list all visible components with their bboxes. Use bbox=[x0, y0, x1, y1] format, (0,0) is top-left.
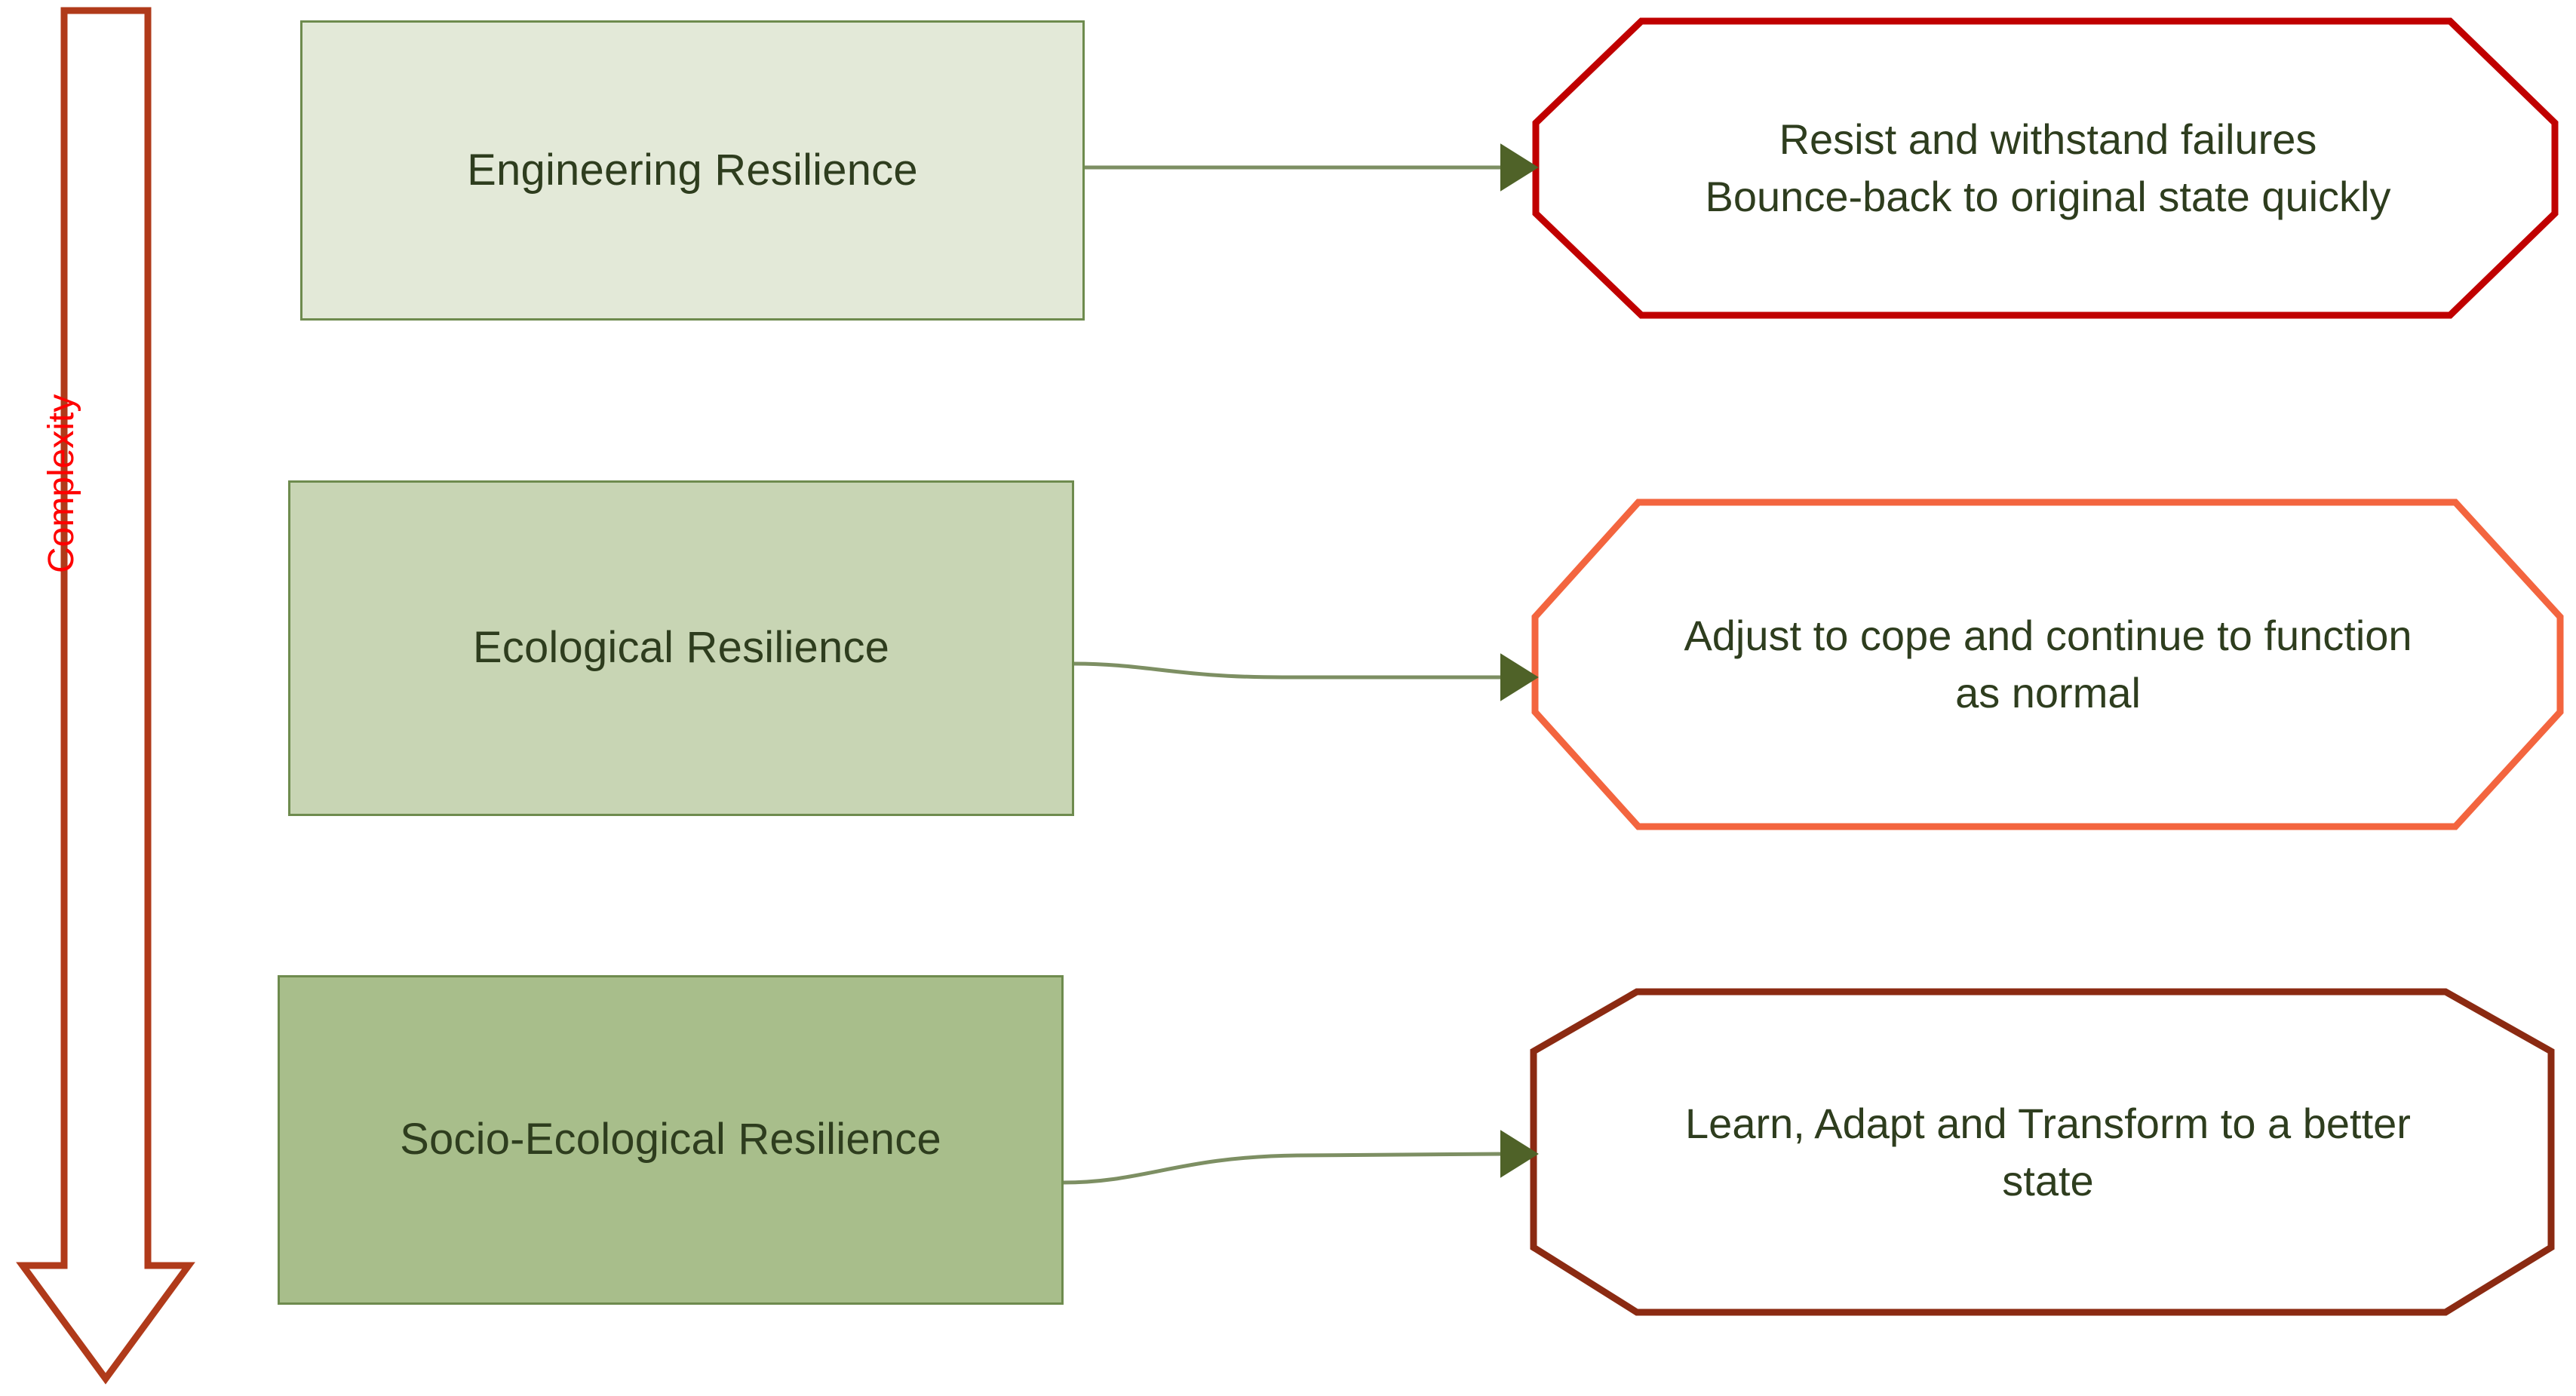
complexity-axis-label: Complexity bbox=[41, 394, 81, 573]
connector-ecological bbox=[1073, 653, 1539, 701]
octagon-socio-ecological bbox=[1530, 988, 2555, 1316]
octagon-text-ecological: Adjust to cope and continue to function … bbox=[1595, 502, 2501, 827]
octagon-line-1: Adjust to cope and continue to function bbox=[1684, 612, 2412, 660]
arrow-right-icon bbox=[1500, 653, 1539, 701]
level-box-label: Socio-Ecological Resilience bbox=[400, 1115, 941, 1164]
level-box-label: Ecological Resilience bbox=[472, 623, 890, 673]
arrow-right-icon bbox=[1500, 143, 1539, 192]
octagon-engineering bbox=[1532, 17, 2559, 319]
connector-engineering bbox=[1085, 143, 1539, 192]
level-box-ecological[interactable]: Ecological Resilience bbox=[288, 480, 1074, 816]
arrow-right-icon bbox=[1500, 1130, 1539, 1178]
level-box-engineering[interactable]: Engineering Resilience bbox=[300, 20, 1085, 321]
connector-socio-ecological bbox=[1061, 1130, 1539, 1185]
octagon-line-2: as normal bbox=[1955, 669, 2141, 716]
complexity-arrow-icon bbox=[16, 7, 195, 1385]
octagon-ecological bbox=[1531, 499, 2564, 830]
octagon-line-2: Bounce-back to original state quickly bbox=[1705, 173, 2391, 220]
level-box-label: Engineering Resilience bbox=[467, 145, 918, 195]
octagon-text-socio-ecological: Learn, Adapt and Transform to a better s… bbox=[1595, 992, 2501, 1312]
level-box-socio-ecological[interactable]: Socio-Ecological Resilience bbox=[278, 975, 1064, 1305]
octagon-line-2: state bbox=[2002, 1156, 2094, 1204]
octagon-text-engineering: Resist and withstand failures Bounce-bac… bbox=[1599, 21, 2497, 315]
octagon-line-1: Resist and withstand failures bbox=[1779, 115, 2317, 164]
octagon-line-1: Learn, Adapt and Transform to a better bbox=[1685, 1099, 2411, 1147]
